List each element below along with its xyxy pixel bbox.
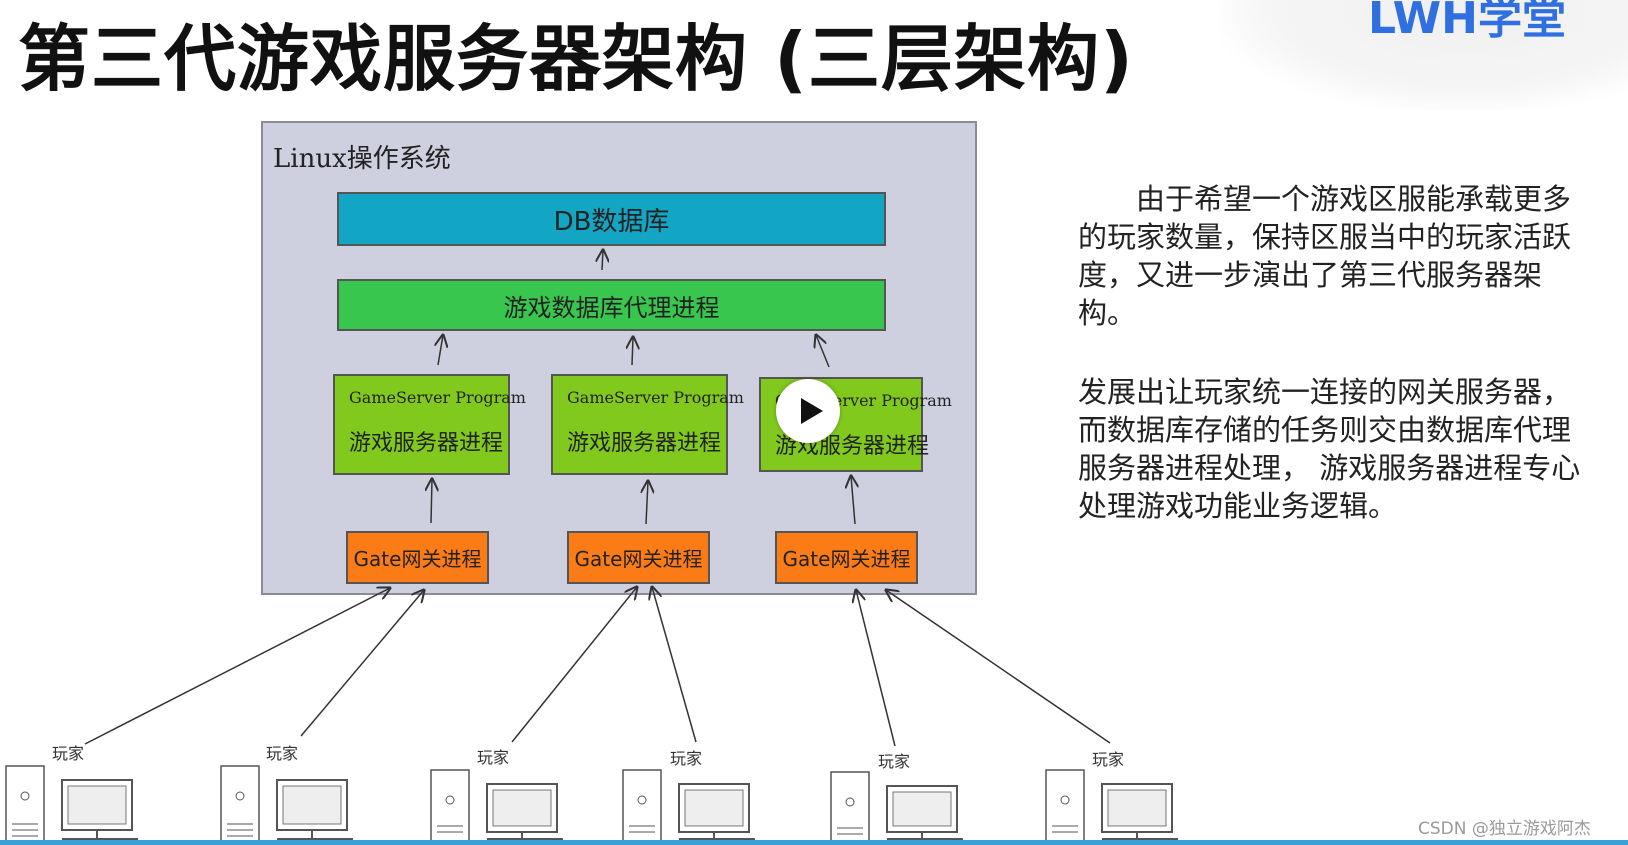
brand-logo: LWH学堂 [1368,0,1566,44]
computer-icon [5,765,1178,845]
arrow-player-to-gate [511,587,637,743]
arrow-player-to-gate [856,590,896,747]
db-label: DB数据库 [553,206,670,237]
description-paragraph: 发展出让玩家统一连接的网关服务器，而数据库存储的任务则交由数据库代理服务器进程处… [1078,375,1581,523]
db-box: DB数据库 [337,192,886,246]
slide-title: 第三代游戏服务器架构 (三层架构) [18,17,1134,101]
game-server-box: GameServer Program 游戏服务器进程 [333,374,526,475]
arrow-proxy-to-db [602,250,603,271]
arrow-gate-to-gs [851,476,855,525]
arrow-gate-to-gs [646,481,648,525]
gate-label: Gate网关进程 [574,547,703,571]
game-server-label: 游戏服务器进程 [349,431,504,456]
player-label: 玩家 [878,752,911,771]
computer-icon [220,765,353,845]
player-label: 玩家 [477,748,510,767]
player-label: 玩家 [52,744,85,763]
player-label: 玩家 [1092,750,1125,769]
player-label: 玩家 [266,744,299,763]
computer-icon [1045,769,1178,845]
gate-label: Gate网关进程 [353,547,482,571]
computer-icon [430,769,563,845]
arrow-player-to-gate [652,587,697,743]
arrow-player-to-gate [886,590,1111,744]
db-proxy-label: 游戏数据库代理进程 [503,293,720,322]
os-label: Linux操作系统 [273,144,451,174]
computer-icon [622,769,755,845]
watermark: CSDN @独立游戏阿杰 [1418,819,1591,839]
game-server-program-label: GameServer Program [349,388,526,407]
arrow-gs-to-proxy [816,335,830,368]
computer-icon [5,765,138,845]
logo-background [1220,0,1628,110]
game-server-label: 游戏服务器进程 [567,431,722,456]
arrow-gate-to-gs [431,479,432,524]
arrow-gs-to-proxy [438,335,443,366]
player-label: 玩家 [670,749,703,768]
arrow-player-to-gate [84,588,390,745]
computer-icon [830,771,963,845]
gate-box: Gate网关进程 [567,531,710,584]
game-server-program-label: GameServer Program [567,388,744,407]
game-server-box: GameServer Program 游戏服务器进程 [551,374,744,475]
description-paragraph: 由于希望一个游戏区服能承载更多的玩家数量，保持区服当中的玩家活跃度，又进一步演出… [1078,182,1572,330]
gate-box: Gate网关进程 [775,531,918,584]
video-progress-bar[interactable] [0,840,1628,845]
gate-box: Gate网关进程 [346,531,489,584]
arrow-gs-to-proxy [632,337,633,366]
gate-label: Gate网关进程 [782,547,911,571]
db-proxy-box: 游戏数据库代理进程 [337,279,886,331]
arrow-player-to-gate [300,590,424,737]
video-play-button[interactable] [776,379,840,443]
